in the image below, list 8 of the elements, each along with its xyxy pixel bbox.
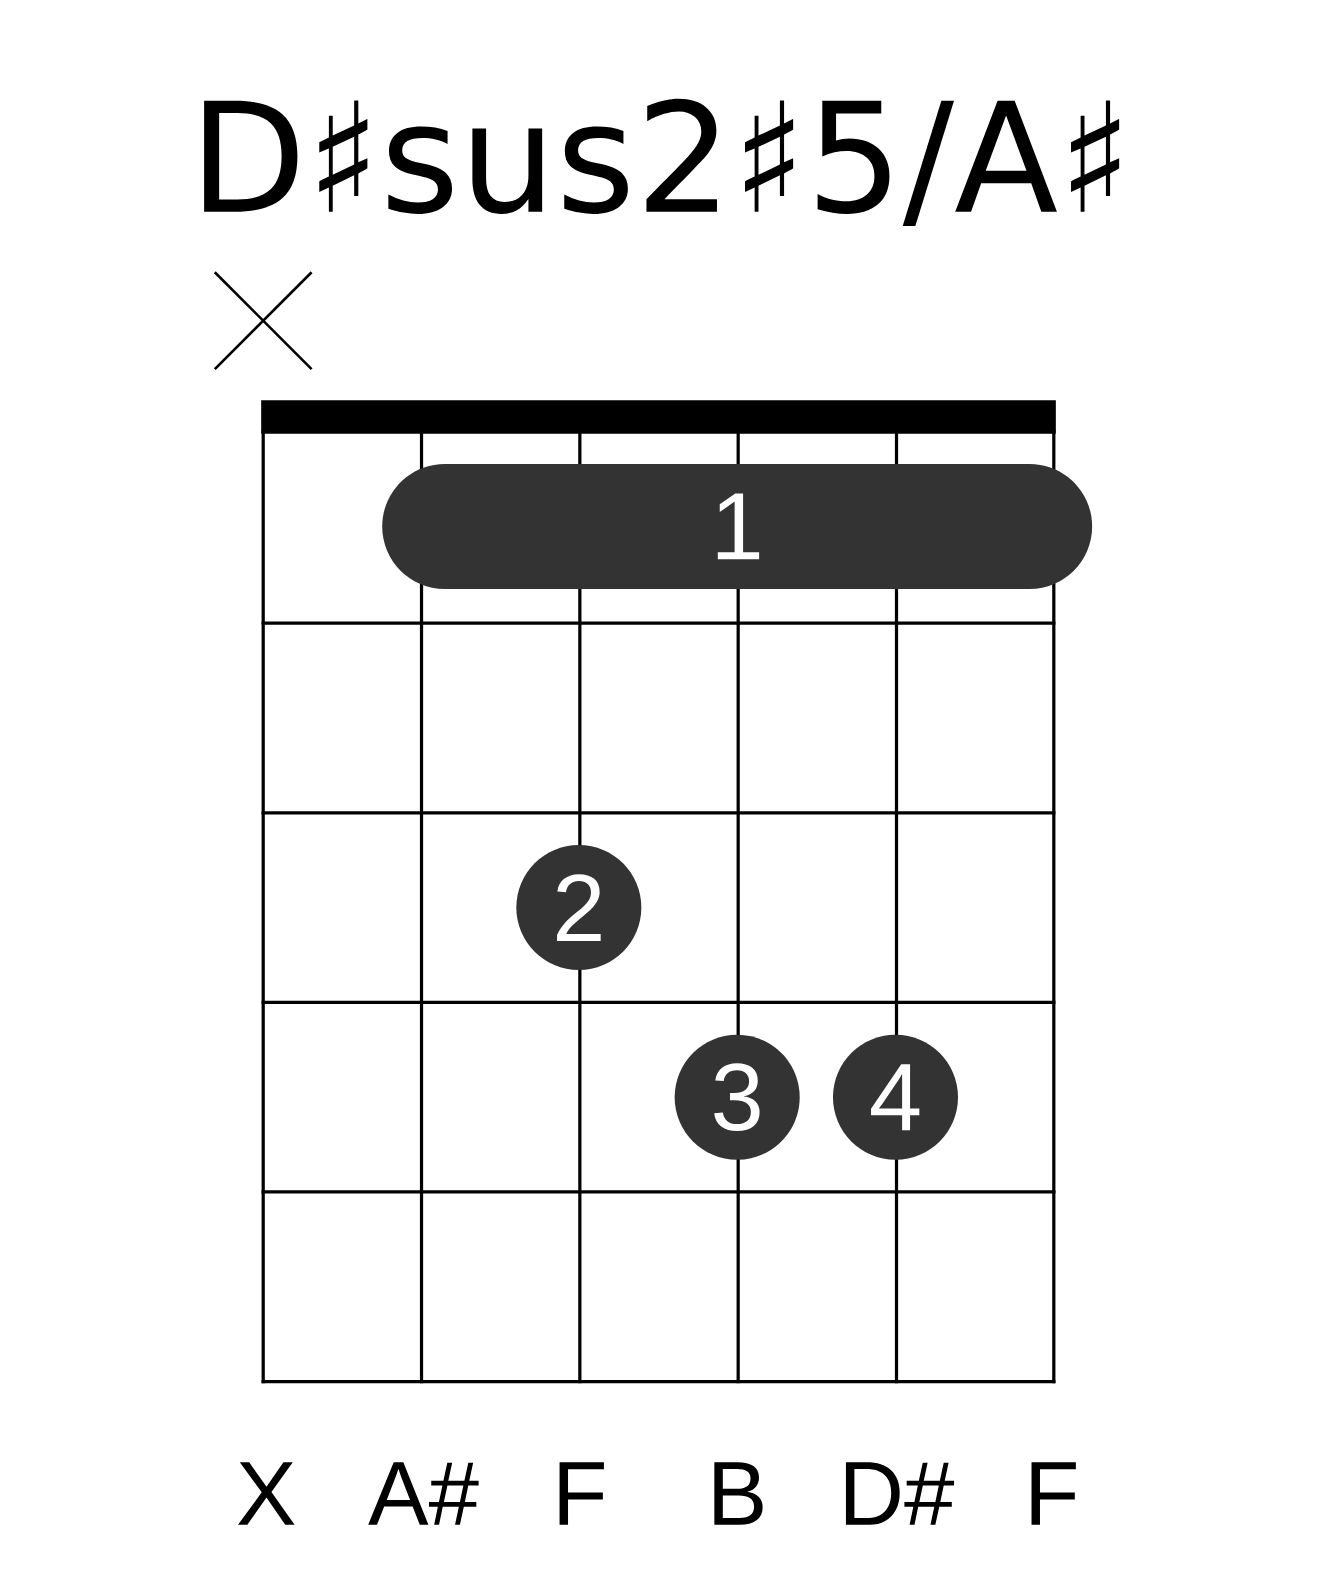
barre-bar: 1: [382, 463, 1093, 589]
note-label: X: [238, 1462, 295, 1525]
chord-title: D♯sus2♯5/A♯: [204, 98, 1120, 226]
note-label: F: [1031, 1462, 1076, 1525]
note-label: A#: [368, 1462, 479, 1525]
note-label: B: [714, 1462, 763, 1525]
note-label: F: [559, 1462, 604, 1525]
note-label: D#: [845, 1462, 955, 1525]
